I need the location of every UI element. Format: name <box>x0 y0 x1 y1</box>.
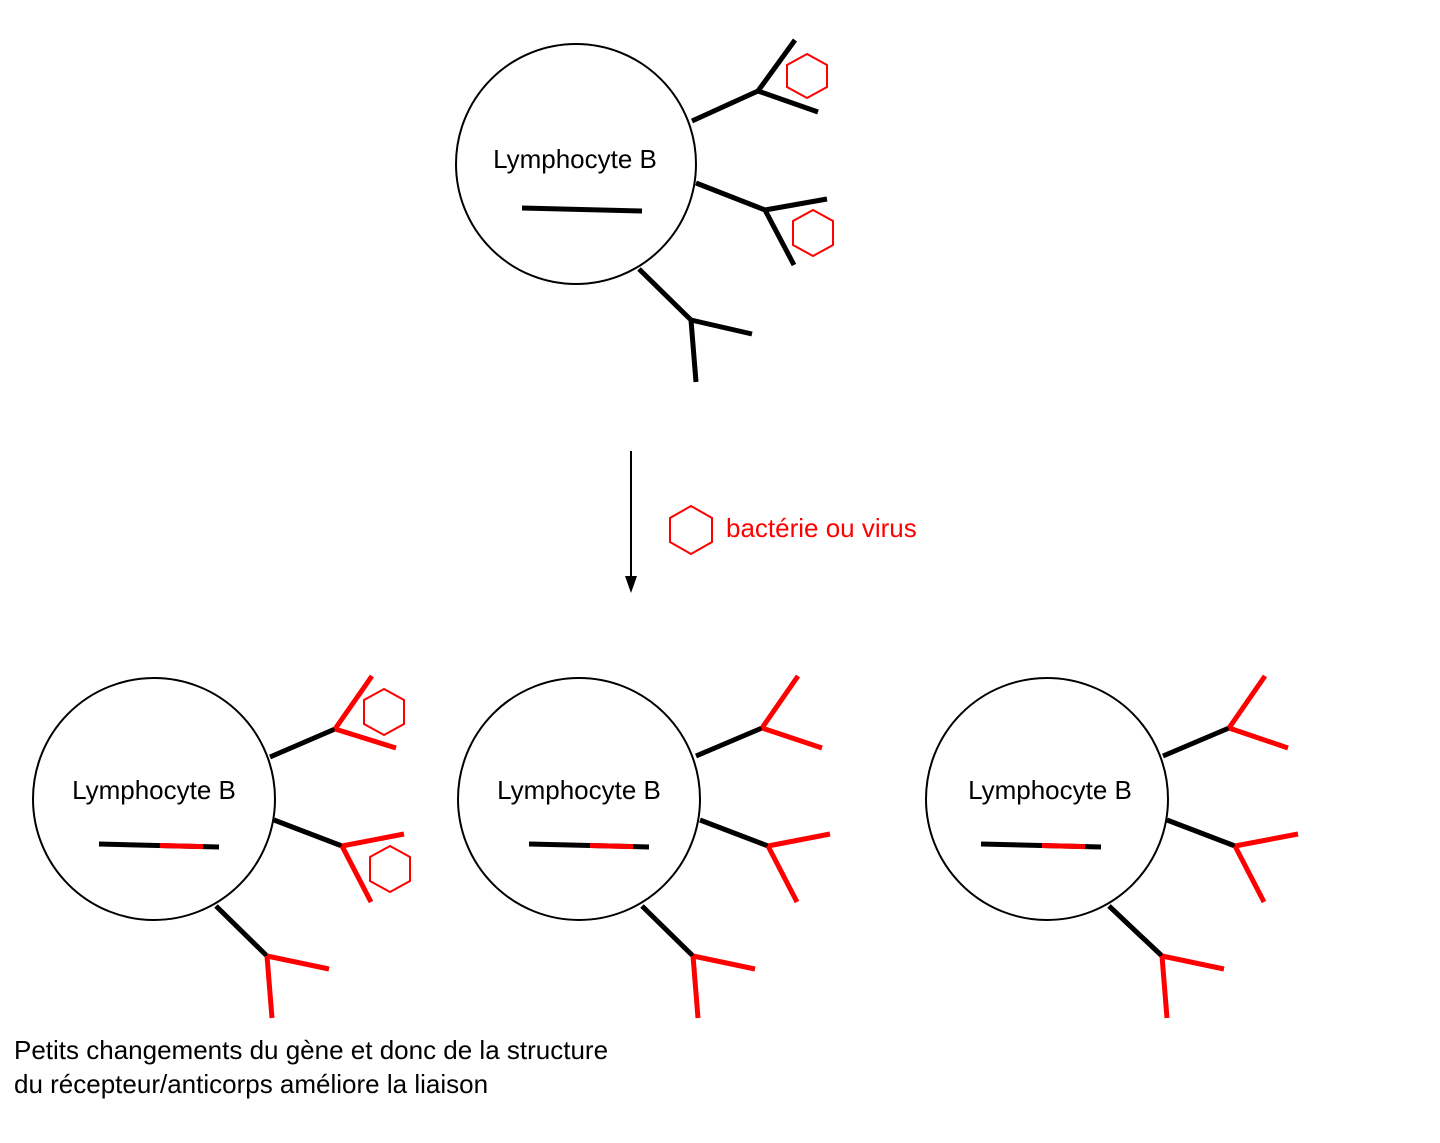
receptor-1 <box>269 674 397 760</box>
receptor-2 <box>695 180 828 267</box>
receptor-3 <box>640 904 756 1019</box>
pathogen-icon <box>669 504 713 556</box>
receptor-1 <box>695 674 823 759</box>
receptor-1 <box>690 38 819 124</box>
receptor-3 <box>214 904 330 1019</box>
top-lymphocyte: Lymphocyte B <box>455 38 834 383</box>
gene-bar <box>521 205 643 214</box>
receptor-2 <box>699 817 831 904</box>
cell-label: Lymphocyte B <box>72 775 236 805</box>
pathogen-icon <box>786 52 828 100</box>
receptor-2 <box>1166 817 1299 904</box>
clone-lymphocyte-2: Lymphocyte B <box>457 674 831 1019</box>
receptor-1 <box>1162 674 1289 759</box>
selection-arrow <box>625 451 637 593</box>
clone-lymphocyte-1: Lymphocyte B <box>32 674 411 1019</box>
gene-mutation <box>1041 843 1086 850</box>
clone-lymphocyte-3: Lymphocyte B <box>925 674 1299 1019</box>
cell-label: Lymphocyte B <box>968 775 1132 805</box>
receptor-2 <box>273 817 405 904</box>
cell-membrane <box>457 677 701 921</box>
cell-label: Lymphocyte B <box>493 144 657 174</box>
legend: bactérie ou virus <box>669 504 917 556</box>
pathogen-icon <box>792 208 834 258</box>
caption-line-1: Petits changements du gène et donc de la… <box>14 1035 609 1065</box>
cell-membrane <box>455 43 697 285</box>
receptor-3 <box>637 267 753 383</box>
gene-mutation <box>589 843 634 850</box>
pathogen-icon <box>363 687 405 737</box>
pathogen-icon <box>369 844 411 894</box>
gene-mutation <box>159 843 204 850</box>
receptor-3 <box>1107 904 1225 1019</box>
cell-label: Lymphocyte B <box>497 775 661 805</box>
caption: Petits changements du gène et donc de la… <box>14 1033 774 1101</box>
cell-membrane <box>32 677 276 921</box>
legend-label: bactérie ou virus <box>726 513 917 543</box>
caption-line-2: du récepteur/anticorps améliore la liais… <box>14 1069 489 1099</box>
cell-membrane <box>925 677 1169 921</box>
